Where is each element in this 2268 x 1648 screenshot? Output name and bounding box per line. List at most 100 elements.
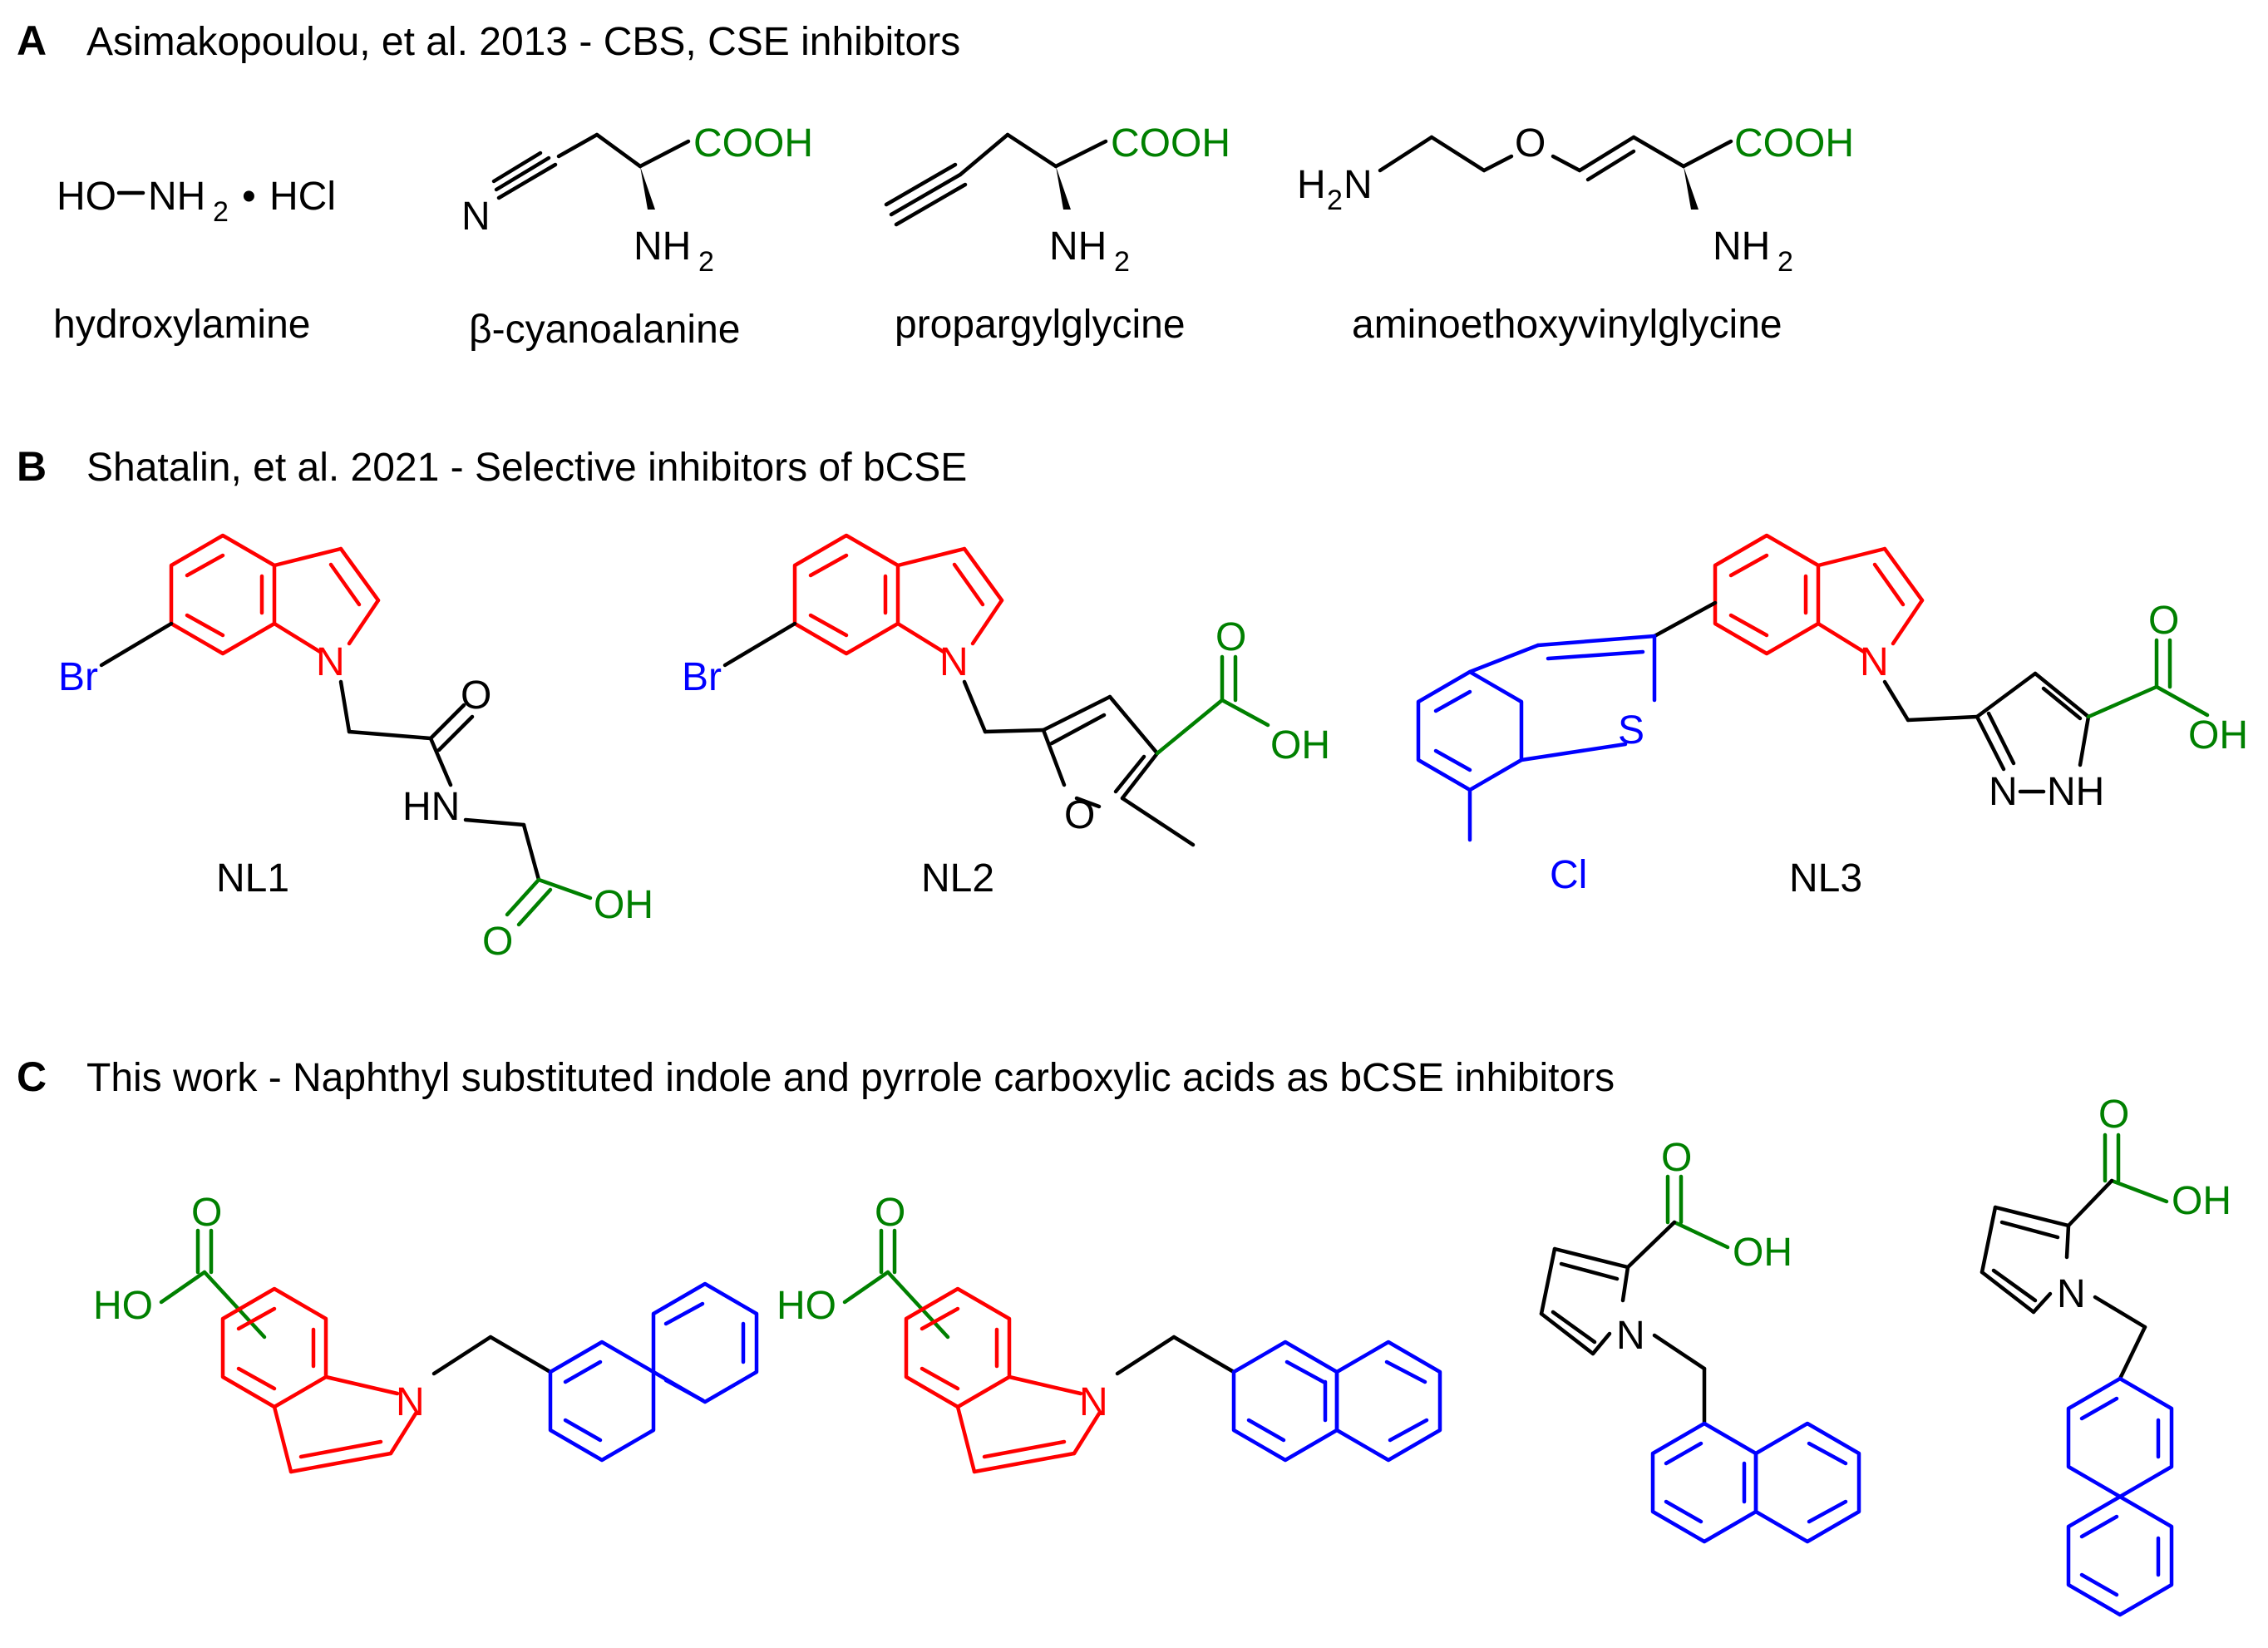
c4-pyrrole-bonds (1980, 1178, 2147, 1381)
hydroxylamine-subscript: 2 (213, 196, 229, 228)
cyanoalanine-n-atom: N (461, 195, 491, 239)
c3-naphthyl-bonds (1650, 1421, 1861, 1544)
c3-acid-oh: OH (1733, 1231, 1792, 1275)
nl1-hn-label: HN (402, 785, 460, 829)
nl3-nh-label: NH (2047, 770, 2104, 814)
nl2-acid-o: O (1215, 615, 1246, 659)
nl1-name: NL1 (216, 856, 289, 900)
cyanoalanine-bonds (491, 132, 691, 200)
c1-naphthyl-bonds (548, 1281, 759, 1463)
hydroxylamine-ho-label: HO (57, 175, 116, 219)
hydroxylamine-name: hydroxylamine (53, 303, 310, 347)
c1-indole-bonds (220, 1286, 418, 1474)
c1-n-label: N (396, 1380, 425, 1424)
c2-acid-ho: HO (777, 1284, 836, 1328)
nl1-br-bond (99, 621, 174, 668)
c1-linker-bonds (431, 1335, 553, 1376)
nl2-acid-oh: OH (1270, 723, 1330, 767)
nl2-name: NL2 (921, 856, 994, 900)
panel-b-letter: B (17, 443, 47, 490)
compound-cyanoalanine: N COOH NH 2 β-cyanoalanine (461, 121, 813, 352)
propargylglycine-subscript: 2 (1114, 246, 1130, 278)
avg-n-label: N (1344, 163, 1373, 207)
nl3-n-label: N (1860, 640, 1889, 684)
nl2-ring-o: O (1064, 793, 1095, 837)
compound-nl1: Br N O HN O OH NL1 (58, 533, 653, 964)
compound-c1: O HO N (93, 1191, 759, 1474)
cyanoalanine-nh: NH (634, 225, 691, 269)
propargylglycine-nh: NH (1049, 225, 1107, 269)
cyanoalanine-wedge (640, 166, 655, 210)
nl2-furan-bonds (962, 679, 1196, 847)
nl2-br-bond (722, 621, 797, 668)
nl3-pyrazole-bonds (1882, 671, 2091, 772)
panel-b: B Shatalin, et al. 2021 - Selective inhi… (17, 443, 2248, 964)
c1-acid-ho: HO (93, 1284, 153, 1328)
nl3-indole-bonds (1713, 533, 1925, 656)
c2-n-label: N (1079, 1380, 1108, 1424)
compound-c2: O HO N (777, 1191, 1442, 1474)
compound-hydroxylamine: HO NH 2 • HCl hydroxylamine (53, 175, 336, 347)
cyanoalanine-name: β-cyanoalanine (469, 308, 740, 352)
c4-acid-o: O (2098, 1093, 2129, 1137)
nl1-carbonyl-o: O (461, 674, 491, 718)
avg-cooh: COOH (1734, 121, 1854, 165)
avg-o-label: O (1515, 121, 1546, 165)
c2-acid-bonds (842, 1228, 950, 1340)
nl3-n2-label: N (1989, 770, 2018, 814)
nl1-n-label: N (316, 640, 345, 684)
c3-n-label: N (1616, 1314, 1645, 1358)
compound-avg: H 2 N O COOH NH 2 aminoethoxyvinylglycin… (1297, 121, 1854, 347)
c4-naphthyl-bonds (2066, 1376, 2174, 1617)
hydroxylamine-dot: • (242, 175, 256, 219)
cyanoalanine-cooh: COOH (693, 121, 813, 165)
panel-c: C This work - Naphthyl substituted indol… (17, 1053, 2231, 1617)
avg-name: aminoethoxyvinylglycine (1352, 303, 1782, 347)
nl3-benzothiophene-bonds (1416, 634, 1657, 842)
nl1-acid-oh: OH (594, 883, 653, 927)
nl1-br-label: Br (58, 655, 98, 699)
hydroxylamine-nh-label: NH (148, 175, 205, 219)
c3-pyrrole-bonds (1539, 1220, 1707, 1426)
c4-acid-bonds (2103, 1132, 2169, 1204)
nl3-biaryl-bond (1652, 600, 1718, 639)
nl1-acid-bonds (505, 877, 593, 927)
nl3-name: NL3 (1789, 856, 1862, 900)
panel-b-title: Shatalin, et al. 2021 - Selective inhibi… (86, 446, 967, 490)
nl1-chain-bonds (338, 679, 541, 882)
avg-subscript: 2 (1777, 246, 1793, 278)
c1-acid-o: O (191, 1191, 222, 1235)
c2-linker-bonds (1115, 1335, 1236, 1376)
c2-indole-bonds (904, 1286, 1102, 1474)
panel-c-title: This work - Naphthyl substituted indole … (86, 1056, 1615, 1100)
c4-acid-oh: OH (2172, 1179, 2231, 1223)
nl3-acid-bonds (2086, 638, 2210, 719)
nl3-cl-label: Cl (1550, 853, 1587, 897)
nl2-acid-bonds (1155, 654, 1270, 756)
compound-nl3: S Cl N N NH O OH (1416, 533, 2248, 900)
nl3-acid-oh: OH (2188, 713, 2248, 757)
c3-acid-bonds (1665, 1174, 1730, 1250)
compound-propargylglycine: COOH NH 2 propargylglycine (884, 121, 1230, 347)
compound-c4: O OH N (1980, 1093, 2231, 1617)
compound-c3: O OH N (1539, 1136, 1861, 1544)
compound-nl2: Br N O O OH NL2 (682, 533, 1330, 900)
avg-wedge (1684, 166, 1699, 210)
cyanoalanine-subscript: 2 (698, 246, 714, 278)
avg-bonds (1378, 135, 1733, 182)
nl1-acid-o: O (482, 920, 513, 964)
c4-n-label: N (2057, 1272, 2086, 1316)
nl3-acid-o: O (2148, 599, 2179, 643)
nl2-indole-bonds (792, 533, 1004, 656)
propargylglycine-cooh: COOH (1111, 121, 1230, 165)
nl2-br-label: Br (682, 655, 722, 699)
panel-a-title: Asimakopoulou, et al. 2013 - CBS, CSE in… (86, 20, 960, 64)
avg-h-label: H (1297, 163, 1326, 207)
c2-naphthyl-bonds (1231, 1340, 1442, 1463)
c2-acid-o: O (875, 1191, 905, 1235)
avg-nh: NH (1713, 225, 1770, 269)
nl2-n-label: N (939, 640, 969, 684)
propargylglycine-name: propargylglycine (895, 303, 1186, 347)
hydroxylamine-hcl-label: HCl (269, 175, 336, 219)
